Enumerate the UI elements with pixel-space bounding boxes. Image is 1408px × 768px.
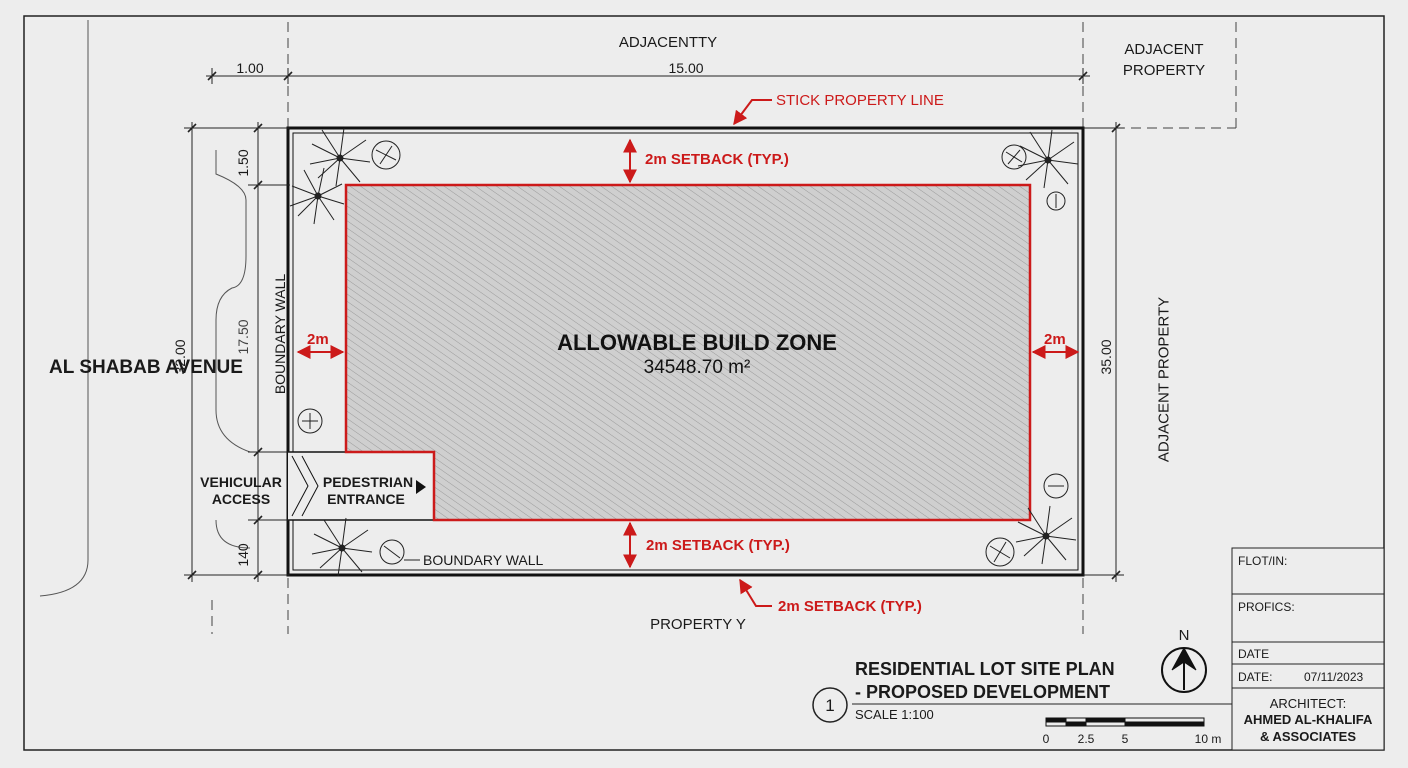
scale-bar <box>1045 717 1205 727</box>
stick-property-line-label: STICK PROPERTY LINE <box>776 92 944 109</box>
dim-left-top-setback: 1.50 <box>235 149 251 177</box>
setback-bottom-label: 2m SETBACK (TYP.) <box>646 537 790 554</box>
entrance-arrow-icon <box>416 480 426 494</box>
scale-tick-5: 5 <box>1121 732 1129 746</box>
title-line1: RESIDENTIAL LOT SITE PLAN <box>855 659 1115 679</box>
scale-tick-0: 0 <box>1042 732 1050 746</box>
date-value: 07/11/2023 <box>1304 670 1364 684</box>
date-label: DATE <box>1238 647 1270 661</box>
setback-left-label: 2m <box>307 331 329 348</box>
dimension-lines <box>184 68 1124 582</box>
north-label: N <box>1178 627 1190 644</box>
build-zone-area: 34548.70 m² <box>643 357 751 378</box>
scale-tick-2-5: 2.5 <box>1077 732 1095 746</box>
palm-tree-icons <box>289 127 1079 577</box>
sheet-border <box>23 15 1385 751</box>
adjacent-property-tr-line1: ADJACENT <box>1124 41 1204 58</box>
boundary-wall-bottom-label: BOUNDARY WALL <box>423 552 544 568</box>
street-name-label: AL SHABAB AVENUE <box>49 357 243 378</box>
profics-label: PROFICS: <box>1238 600 1295 614</box>
architect-label: ARCHITECT: <box>1269 696 1347 711</box>
dim-top-width: 15.00 <box>668 60 704 76</box>
vehicular-access-line1: VEHICULAR <box>200 474 282 490</box>
info-table <box>1231 547 1385 751</box>
setback-top-label: 2m SETBACK (TYP.) <box>645 151 789 168</box>
title-line2: - PROPOSED DEVELOPMENT <box>855 682 1111 702</box>
build-zone-title: ALLOWABLE BUILD ZONE <box>557 330 837 355</box>
setback-arrows <box>296 99 1080 607</box>
setback-bottom-callout: 2m SETBACK (TYP.) <box>778 598 922 615</box>
adjacent-property-right-label: ADJACENT PROPERTY <box>1155 296 1173 463</box>
allowable-build-zone <box>344 183 1032 522</box>
north-arrow-icon <box>1161 646 1207 693</box>
adjacent-property-tr-line2: PROPERTY <box>1122 62 1206 79</box>
dim-top-left-offset: 1.00 <box>236 60 264 76</box>
architect-name-line2: & ASSOCIATES <box>1259 729 1357 744</box>
shrub-icons <box>297 140 1069 567</box>
dim-right-overall: 35.00 <box>1098 339 1114 375</box>
date2-label: DATE: <box>1238 670 1273 684</box>
dim-left-inner: 17.50 <box>235 319 251 355</box>
scale-label: SCALE 1:100 <box>855 707 934 722</box>
architect-name-line1: AHMED AL-KHALIFA <box>1243 712 1373 727</box>
adjacent-top-label: ADJACENTTY <box>618 34 718 51</box>
street-curb-line <box>39 20 89 597</box>
dim-left-bottom: 140 <box>235 543 251 567</box>
vehicular-access-line2: ACCESS <box>211 491 271 507</box>
property-boundary <box>286 126 1085 577</box>
boundary-wall-left-label: BOUNDARY WALL <box>272 273 288 395</box>
sidewalk-curb-line <box>215 150 251 453</box>
property-bottom-label: PROPERTY Y <box>650 616 746 633</box>
pedestrian-entrance-line1: PEDESTRIAN <box>322 474 414 490</box>
drawing-number: 1 <box>825 696 835 715</box>
dim-left-overall: 32.00 <box>172 339 188 375</box>
setback-right-label: 2m <box>1044 331 1066 348</box>
title-block-lines <box>812 687 1232 723</box>
flot-label: FLOT/IN: <box>1238 554 1288 568</box>
scale-tick-10: 10 m <box>1194 732 1222 746</box>
pedestrian-entrance-line2: ENTRANCE <box>327 491 405 507</box>
